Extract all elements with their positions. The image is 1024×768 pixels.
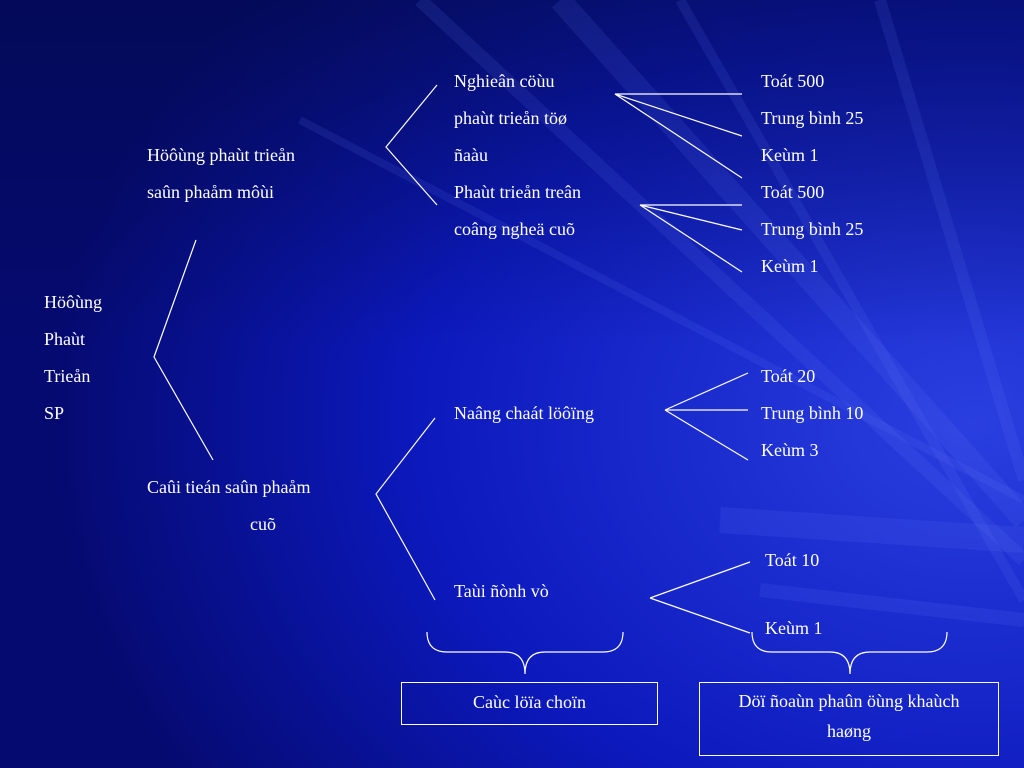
research-label-line-2: phaùt trieån töø	[454, 108, 567, 128]
reposition-label: Taùi ñònh vò	[454, 581, 549, 601]
tech-leaf-poor: Keùm 1	[761, 256, 819, 276]
new-product-label-line-1: Höôùng phaùt trieån	[147, 145, 295, 165]
research-leaf-line-2	[614, 93, 743, 137]
root-label-line-4: SP	[44, 403, 65, 423]
quality-label: Naâng chaát löôïng	[454, 403, 594, 423]
root-connector	[153, 239, 214, 461]
improve-product-label-line-2: cuõ	[250, 514, 276, 534]
reposition-leaf-poor: Keùm 1	[765, 618, 823, 638]
quality-leaf-average: Trung bình 10	[761, 403, 864, 423]
tech-leaf-good: Toát 500	[761, 182, 825, 202]
research-leaf-good: Toát 500	[761, 71, 825, 91]
tech-label-line-2: coâng ngheä cuõ	[454, 219, 575, 239]
improve-connector	[375, 417, 436, 601]
quality-leaf-line-3	[664, 409, 749, 461]
research-label-line-3: ñaàu	[454, 145, 488, 165]
choices-brace	[426, 631, 624, 675]
reposition-leaf-line-2	[649, 597, 751, 634]
reposition-leaf-good: Toát 10	[765, 550, 820, 570]
research-leaf-line-3	[614, 93, 743, 179]
quality-leaf-line-1	[664, 372, 749, 411]
root-label-line-3: Trieån	[44, 366, 91, 386]
customer-reaction-line-1: Döï ñoaùn phaûn öùng khaùch	[738, 691, 960, 711]
tech-label-line-1: Phaùt trieån treân	[454, 182, 581, 202]
new-product-label-line-2: saûn phaåm môùi	[147, 182, 274, 202]
research-leaf-average: Trung bình 25	[761, 108, 864, 128]
tech-leaf-average: Trung bình 25	[761, 219, 864, 239]
reposition-leaf-line-1	[649, 561, 751, 599]
research-leaf-poor: Keùm 1	[761, 145, 819, 165]
research-label-line-1: Nghieân cöùu	[454, 71, 555, 91]
quality-leaf-poor: Keùm 3	[761, 440, 819, 460]
customer-reaction-line-2: haøng	[827, 721, 871, 741]
tech-leaf-line-3	[639, 204, 743, 273]
root-label-line-1: Höôùng	[44, 292, 102, 312]
quality-leaf-good: Toát 20	[761, 366, 816, 386]
root-label-line-2: Phaùt	[44, 329, 86, 349]
new-product-connector	[385, 84, 438, 206]
choices-box-label: Caùc löïa choïn	[473, 692, 586, 712]
customer-brace	[751, 631, 948, 675]
tech-leaf-line-2	[639, 204, 743, 231]
choices-box: Caùc löïa choïn	[401, 682, 658, 725]
improve-product-label-line-1: Caûi tieán saûn phaåm	[147, 477, 311, 497]
customer-reaction-box: Döï ñoaùn phaûn öùng khaùch haøng	[699, 682, 999, 756]
